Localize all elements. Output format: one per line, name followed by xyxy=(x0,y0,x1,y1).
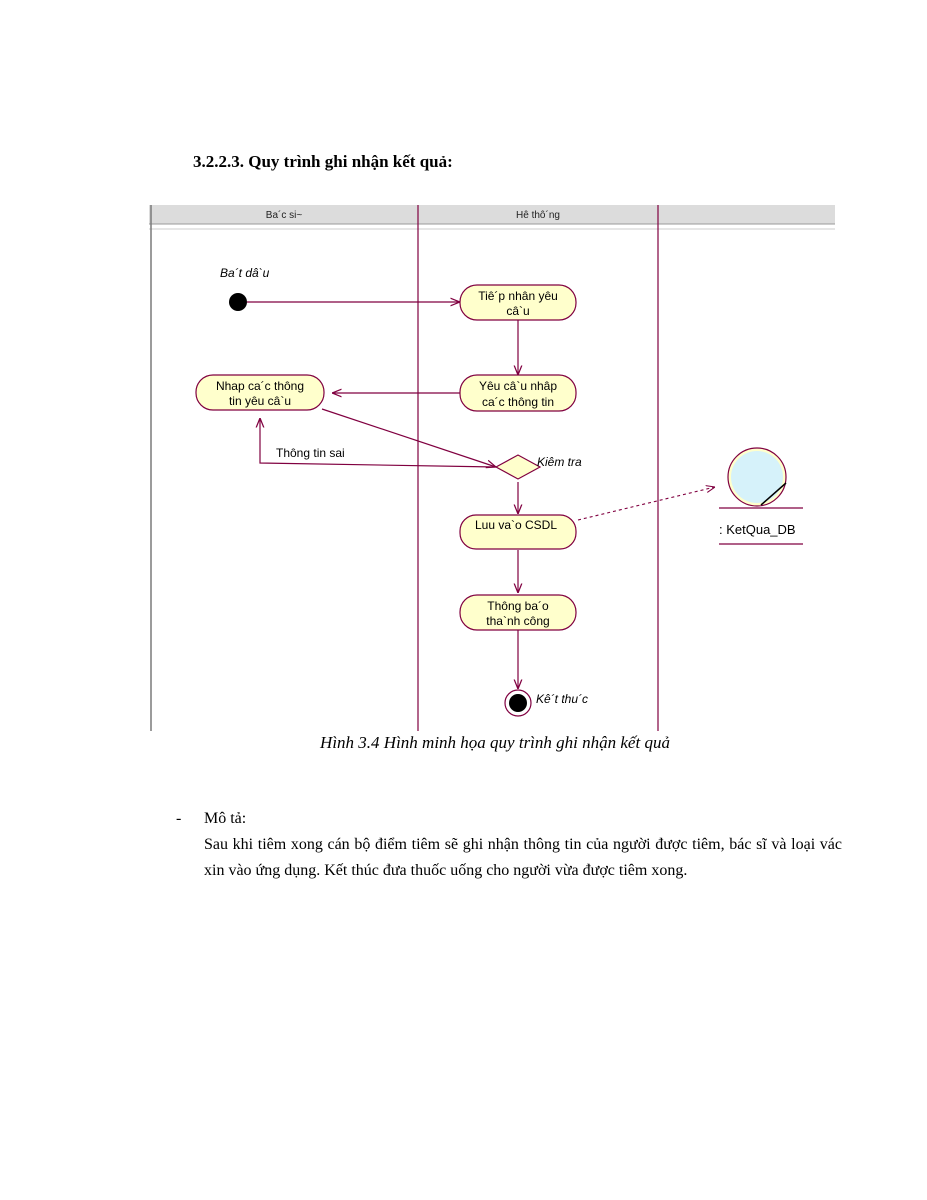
activity-notify-line2: tha`nh công xyxy=(486,614,549,628)
swimlane-doctor-label: Ba´c si~ xyxy=(266,209,303,221)
activity-save-db: Luu va`o CSDL xyxy=(459,514,577,550)
decision-label: Kiêm tra xyxy=(537,455,582,469)
activity-save-db-label: Luu va`o CSDL xyxy=(475,518,557,532)
description-title: Mô tả: xyxy=(204,810,247,827)
decision-check xyxy=(494,454,542,480)
activity-receive-request-line2: câ`u xyxy=(506,304,529,318)
activity-receive-request-line1: Tiê´p nhân yêu xyxy=(478,289,558,303)
activity-request-info: Yêu câ`u nhâp ca´c thông tin xyxy=(459,374,577,412)
end-node xyxy=(504,689,532,717)
wrong-info-label: Thông tin sai xyxy=(276,446,345,460)
activity-receive-request: Tiê´p nhân yêu câ`u xyxy=(459,284,577,321)
section-heading: 3.2.2.3. Quy trình ghi nhận kết quả: xyxy=(193,152,453,171)
description-body: Sau khi tiêm xong cán bộ điểm tiêm sẽ gh… xyxy=(204,836,842,879)
activity-notify-success: Thông ba´o tha`nh công xyxy=(459,594,577,631)
entity-ketqua-db xyxy=(719,447,803,545)
bullet-dash: - xyxy=(176,810,182,827)
figure-caption: Hình 3.4 Hình minh họa quy trình ghi nhậ… xyxy=(320,733,670,752)
activity-input-info-line2: tin yêu câ`u xyxy=(229,394,291,408)
end-label: Kê´t thu´c xyxy=(536,692,588,706)
swimlane-header-bar xyxy=(149,205,835,224)
entity-label: : KetQua_DB xyxy=(719,522,796,537)
start-node xyxy=(229,293,247,311)
start-label: Ba´t dâ`u xyxy=(220,266,270,280)
activity-diagram: Ba´c si~ Hê thô´ng Ba´t dâ`u Tiê´p nhân … xyxy=(149,205,835,731)
activity-input-info-line1: Nhap ca´c thông xyxy=(216,379,304,393)
activity-input-info: Nhap ca´c thông tin yêu câ`u xyxy=(195,374,325,411)
activity-notify-line1: Thông ba´o xyxy=(487,599,549,613)
swimlane-system-label: Hê thô´ng xyxy=(516,209,560,221)
activity-request-info-line1: Yêu câ`u nhâp xyxy=(479,379,557,393)
activity-request-info-line2: ca´c thông tin xyxy=(482,395,554,409)
